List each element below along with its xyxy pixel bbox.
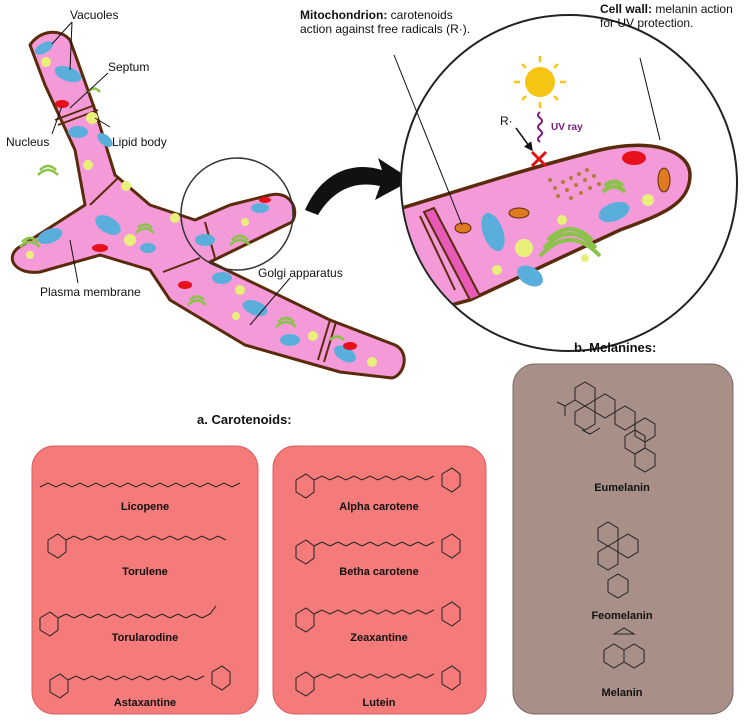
vacuole [97, 133, 113, 147]
mitochondrion [508, 207, 530, 219]
lipid-body [170, 213, 180, 223]
label-cell-wall-text-1: melanin action [655, 2, 733, 16]
nucleus [622, 151, 646, 165]
label-mitochondrion-text-1: carotenoids [390, 8, 453, 22]
section-title-carotenoids: a. Carotenoids: [197, 412, 292, 427]
vacuole [195, 234, 215, 246]
label-golgi-apparatus: Golgi apparatus [258, 266, 343, 280]
nucleus [343, 342, 357, 350]
zoom-detail [393, 14, 738, 352]
zoom-arrow [305, 158, 412, 215]
septum-5b [323, 321, 337, 363]
sun-icon [514, 56, 566, 108]
label-radical: R· [500, 114, 513, 128]
uv-ray-icon [537, 111, 543, 143]
lipid-body [492, 265, 502, 275]
pigment-name: Melanin [601, 687, 643, 699]
label-nucleus: Nucleus [6, 135, 50, 149]
label-cell-wall-title: Cell wall: [600, 2, 653, 16]
lipid-body [83, 160, 93, 170]
label-uv-ray: UV ray [551, 122, 583, 133]
nucleus [55, 100, 69, 108]
pigment-name: Zeaxantine [350, 632, 408, 644]
mitochondrion [454, 222, 472, 234]
septum-2 [89, 177, 119, 206]
block-cross-icon [530, 150, 548, 168]
lipid-body [232, 312, 240, 320]
label-cell-wall-text-2: for UV protection. [600, 16, 694, 30]
vacuole [34, 41, 54, 55]
label-lipid-body: Lipid body [112, 135, 167, 149]
hypha [10, 30, 406, 380]
pigment-name: Feomelanin [591, 610, 653, 622]
melanin-panel [512, 363, 734, 715]
label-plasma-membrane: Plasma membrane [40, 285, 141, 299]
vacuole [212, 272, 232, 284]
pigment-name: Lutein [362, 697, 396, 709]
vacuole [517, 265, 543, 287]
zoom-source-circle [180, 157, 294, 271]
pigment-name: Licopene [120, 501, 170, 513]
septum-3 [162, 257, 201, 273]
label-mitochondrion-text-2: action against free radicals (R·). [300, 22, 471, 36]
lipid-body [308, 331, 318, 341]
vacuole [598, 201, 630, 223]
lipid-body [235, 285, 245, 295]
lipid-body [557, 215, 567, 225]
pigment-name: Torulene [122, 566, 168, 578]
lipid-body [367, 357, 377, 367]
label-mitochondrion: Mitochondrion: carotenoids action agains… [300, 8, 470, 36]
lipid-body [241, 218, 249, 226]
carotenoid-panel-right [272, 445, 487, 715]
molecule-structures [39, 381, 656, 699]
pigment-name: Betha carotene [339, 566, 419, 578]
label-vacuoles: Vacuoles [70, 8, 119, 22]
septum-5 [317, 319, 331, 361]
zoom-septum [422, 206, 482, 302]
vacuole [37, 228, 63, 244]
septum-1 [54, 104, 96, 121]
golgi-apparatus [538, 179, 627, 258]
lipid-body [41, 57, 51, 67]
melanin-granules [548, 168, 601, 200]
lipid-body [121, 181, 131, 191]
lipid-body [581, 254, 589, 262]
vacuole [54, 65, 82, 83]
lipid-body [26, 251, 34, 259]
mitochondrion [657, 167, 671, 193]
radical-arrow [515, 127, 533, 152]
vacuole [95, 215, 121, 235]
carotenoid-panel-left [31, 445, 259, 715]
lipid-body [124, 234, 136, 246]
vacuole [481, 212, 505, 252]
vacuole [251, 203, 269, 213]
vacuole [140, 243, 156, 253]
label-cell-wall: Cell wall: melanin action for UV protect… [600, 2, 733, 30]
section-title-melanines: b. Melanines: [574, 340, 657, 355]
label-mitochondrion-title: Mitochondrion: [300, 8, 388, 22]
lipid-body [86, 112, 98, 124]
pigment-name: Alpha carotene [339, 501, 419, 513]
pigment-name: Astaxantine [113, 697, 177, 709]
nucleus [259, 197, 271, 203]
hypha-upper-branch [10, 30, 406, 380]
vacuole [280, 334, 300, 346]
pigment-name: Torularodine [111, 632, 179, 644]
lipid-body [515, 239, 533, 257]
label-leaders [51, 21, 291, 326]
nucleus [92, 244, 108, 252]
label-septum: Septum [108, 60, 150, 74]
lipid-body [642, 194, 654, 206]
golgi-group [19, 87, 345, 341]
pigment-name: Eumelanin [594, 482, 650, 494]
vacuole [68, 126, 88, 138]
nucleus [178, 281, 192, 289]
